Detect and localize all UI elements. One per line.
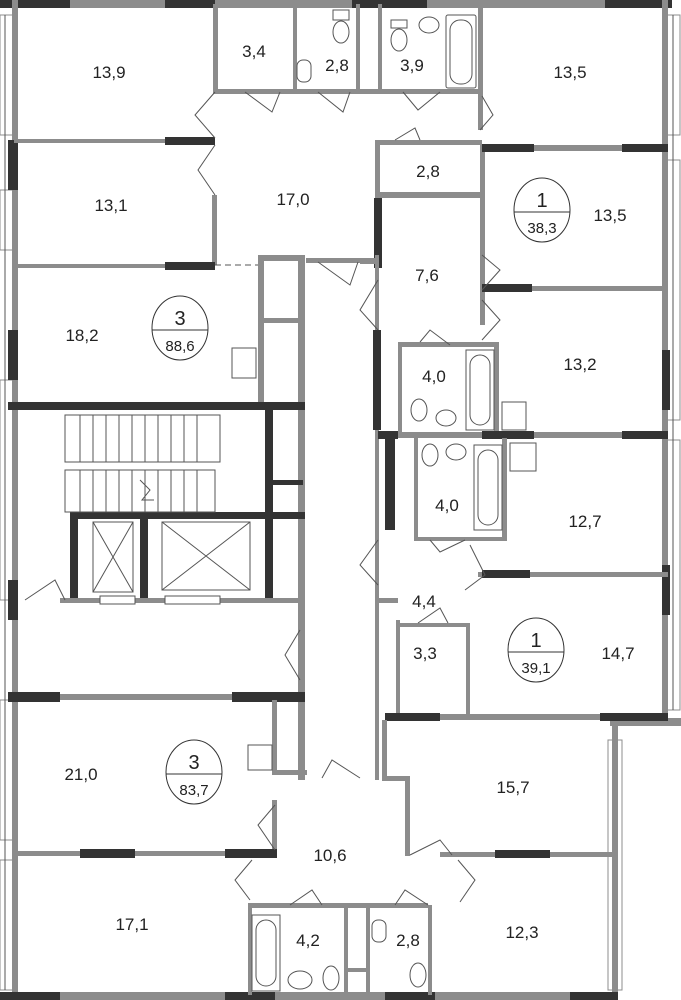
sink-icon [231, 347, 257, 379]
bathtub-icon [251, 914, 281, 992]
room-labels: 13,9 3,4 2,8 3,9 13,5 13,1 17,0 2,8 13,5… [64, 42, 634, 950]
toilet-icon [421, 443, 439, 467]
apartment-badge: 3 88,6 [151, 295, 209, 361]
room-area: 4,2 [296, 931, 320, 950]
room-area: 15,7 [496, 778, 529, 797]
sink-icon [296, 59, 312, 83]
bathtub-icon [473, 444, 503, 531]
room-area: 4,0 [422, 367, 446, 386]
bathtub-icon [445, 14, 477, 89]
room-area: 13,5 [593, 206, 626, 225]
apartment-rooms: 1 [536, 190, 547, 212]
room-area: 3,9 [400, 56, 424, 75]
room-area: 13,2 [563, 355, 596, 374]
plumbing-fixtures [231, 9, 537, 992]
room-area: 13,5 [553, 63, 586, 82]
room-area: 2,8 [416, 162, 440, 181]
toilet-icon [409, 962, 427, 988]
room-area: 4,0 [435, 496, 459, 515]
sink-icon [445, 443, 467, 461]
lower-walls [8, 692, 432, 995]
sink-icon [501, 401, 527, 431]
apartment-rooms: 3 [174, 308, 185, 330]
apartment-area: 88,6 [165, 338, 194, 355]
room-area: 4,4 [412, 592, 436, 611]
room-area: 13,1 [94, 196, 127, 215]
stair-lift-core [8, 402, 305, 605]
sink-icon [509, 442, 537, 472]
sink-icon [371, 919, 387, 943]
door-swings [194, 91, 501, 906]
stair-icon [64, 414, 221, 513]
room-area: 10,6 [313, 846, 346, 865]
room-area: 12,3 [505, 923, 538, 942]
apartment-badge: 1 38,3 [513, 177, 571, 243]
room-area: 3,4 [242, 42, 266, 61]
room-area: 12,7 [568, 512, 601, 531]
room-area: 18,2 [65, 326, 98, 345]
bathtub-icon [465, 349, 495, 431]
room-area: 7,6 [415, 266, 439, 285]
room-area: 2,8 [396, 931, 420, 950]
room-area: 13,9 [92, 63, 125, 82]
toilet-icon [390, 19, 408, 52]
toilet-icon [332, 9, 350, 44]
room-area: 3,3 [413, 644, 437, 663]
sink-icon [287, 970, 313, 990]
elevator-icon [92, 521, 136, 605]
apartment-badge: 1 39,1 [507, 617, 565, 683]
room-area: 17,0 [276, 190, 309, 209]
room-area: 17,1 [115, 915, 148, 934]
elevator-icon [161, 521, 251, 605]
apartment-area: 38,3 [527, 220, 556, 237]
room-area: 2,8 [325, 56, 349, 75]
toilet-icon [410, 398, 428, 422]
room-area: 14,7 [601, 644, 634, 663]
sink-icon [435, 409, 457, 427]
room-area: 21,0 [64, 765, 97, 784]
toilet-icon [322, 965, 340, 991]
apartment-area: 83,7 [179, 782, 208, 799]
apartment-rooms: 1 [530, 630, 541, 652]
apartment-area: 39,1 [521, 660, 550, 677]
apartment-rooms: 3 [188, 752, 199, 774]
apartment-badge: 3 83,7 [165, 739, 223, 805]
sink-icon [418, 16, 440, 34]
sink-icon [247, 744, 273, 771]
